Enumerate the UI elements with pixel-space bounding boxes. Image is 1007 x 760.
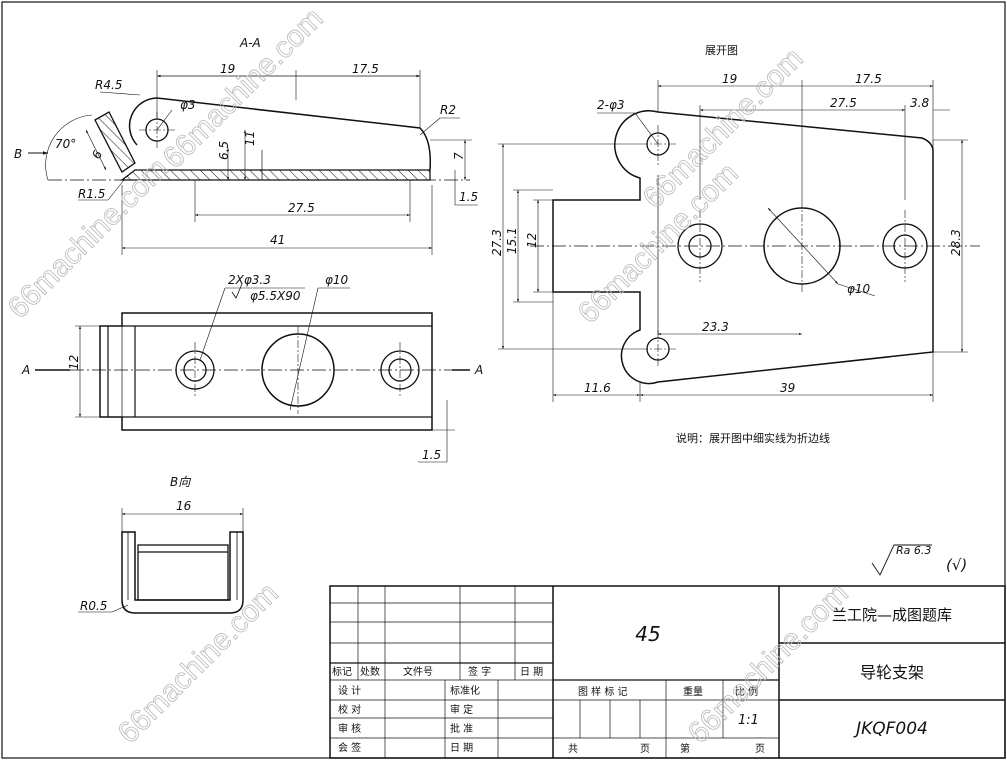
- watermark: 66machine.com: [157, 2, 330, 175]
- dir-b: B: [14, 147, 22, 161]
- dim-12-top: 12: [67, 355, 81, 370]
- fp-dim-27-5: 27.5: [830, 96, 857, 110]
- header-count: 处数: [360, 665, 380, 678]
- title-block-text: 标记 处数 文件号 签 字 日 期 设 计 校 对 审 核 会 签 标准化 审 …: [332, 606, 952, 755]
- header-mark: 标记: [332, 666, 352, 678]
- header-signature: 签 字: [468, 665, 491, 678]
- dim-d3: φ3: [180, 98, 196, 112]
- cut-label-right: A: [474, 363, 483, 377]
- label-date: 日 期: [450, 742, 473, 754]
- label-countersign: 会 签: [338, 741, 361, 754]
- header-date: 日 期: [520, 666, 543, 678]
- view-b-label: B向: [170, 475, 191, 489]
- dim-countersink: φ5.5X90: [250, 289, 301, 303]
- sheet-page-1: 页: [640, 743, 650, 755]
- dim-27-5: 27.5: [288, 201, 315, 215]
- dim-r1-5: R1.5: [78, 187, 105, 201]
- dim-1-5-top: 1.5: [422, 448, 441, 462]
- sheet-total: 共: [568, 743, 578, 755]
- fp-dim-d10: φ10: [847, 282, 871, 296]
- sheet-page-2: 页: [755, 743, 765, 755]
- sheet-nth: 第: [680, 742, 690, 755]
- fp-dim-3-8: 3.8: [910, 96, 929, 110]
- header-drawing-mark: 图 样 标 记: [578, 685, 628, 698]
- view-b-dimensions: B向 16 R0.5: [80, 475, 192, 613]
- dim-19: 19: [220, 62, 235, 76]
- fp-dim-2-d3: 2-φ3: [597, 98, 625, 112]
- drawing-number: JKQF004: [853, 719, 928, 739]
- material: 45: [635, 622, 660, 646]
- dim-16: 16: [176, 499, 192, 513]
- dim-r0-5: R0.5: [80, 599, 107, 613]
- dim-r4-5: R4.5: [95, 78, 122, 92]
- label-approve: 批 准: [450, 722, 473, 735]
- label-review: 审 核: [338, 722, 361, 735]
- fp-dim-28-3: 28.3: [949, 229, 963, 256]
- part-name: 导轮支架: [860, 663, 924, 682]
- dim-11: 11: [243, 131, 257, 146]
- label-approve-check: 审 定: [450, 703, 473, 716]
- fp-dim-39: 39: [780, 381, 795, 395]
- flat-pattern-view: [498, 80, 980, 402]
- dim-1-5: 1.5: [459, 190, 478, 204]
- watermark: 66machine.com: [112, 577, 285, 750]
- dim-7: 7: [452, 152, 466, 160]
- label-check: 校 对: [338, 703, 361, 716]
- surface-finish-symbol: Ra 6.3 (√): [871, 544, 967, 576]
- school-name: 兰工院—成图题库: [832, 606, 952, 624]
- flat-pattern-dimensions: 展开图 19 17.5 27.5 3.8 2-φ3 27.3 15.1 12 2…: [490, 44, 963, 445]
- header-doc-no: 文件号: [403, 665, 433, 678]
- fp-dim-17-5: 17.5: [855, 72, 882, 86]
- fp-dim-27-3: 27.3: [490, 229, 504, 256]
- label-design: 设 计: [338, 684, 361, 697]
- section-aa-label: A-A: [239, 36, 261, 50]
- ra-value: Ra 6.3: [896, 544, 931, 557]
- fp-dim-11-6: 11.6: [584, 381, 611, 395]
- dim-d10-top: φ10: [325, 273, 349, 287]
- dim-41: 41: [270, 233, 285, 247]
- flat-pattern-label: 展开图: [705, 44, 738, 57]
- view-b: [78, 508, 244, 614]
- fp-dim-19: 19: [722, 72, 737, 86]
- header-scale: 比 例: [735, 685, 758, 698]
- header-weight: 重量: [683, 685, 703, 698]
- scale-value: 1:1: [738, 713, 759, 728]
- dim-6-5: 6.5: [217, 141, 231, 160]
- dim-6: 6: [89, 148, 105, 161]
- dim-r2: R2: [440, 103, 456, 117]
- general-finish: (√): [946, 556, 967, 574]
- fp-dim-23-3: 23.3: [702, 320, 729, 334]
- dim-70-deg: 70°: [55, 137, 76, 151]
- watermark: 66machine.com: [682, 577, 855, 750]
- section-aa-dimensions: 19 17.5 R4.5 φ3 R2 B 70° 6 11 6.5 7 R1.5…: [14, 62, 478, 247]
- dim-2x-d3-3: 2Xφ3.3: [228, 273, 271, 287]
- dim-17-5: 17.5: [352, 62, 379, 76]
- top-view: [35, 283, 470, 463]
- label-standard: 标准化: [450, 684, 480, 697]
- watermark: 66machine.com: [2, 152, 175, 325]
- watermarks: 66machine.com 66machine.com 66machine.co…: [1, 1, 855, 750]
- section-aa-view: A-A: [28, 36, 478, 255]
- fp-dim-15-1: 15.1: [505, 227, 519, 254]
- top-view-dimensions: 2Xφ3.3 φ5.5X90 φ10 12 1.5 A A: [21, 273, 483, 462]
- fp-dim-12: 12: [525, 233, 539, 248]
- drawing-note: 说明：展开图中细实线为折边线: [676, 431, 830, 445]
- cut-label-left: A: [21, 363, 30, 377]
- title-block: [329, 585, 1006, 759]
